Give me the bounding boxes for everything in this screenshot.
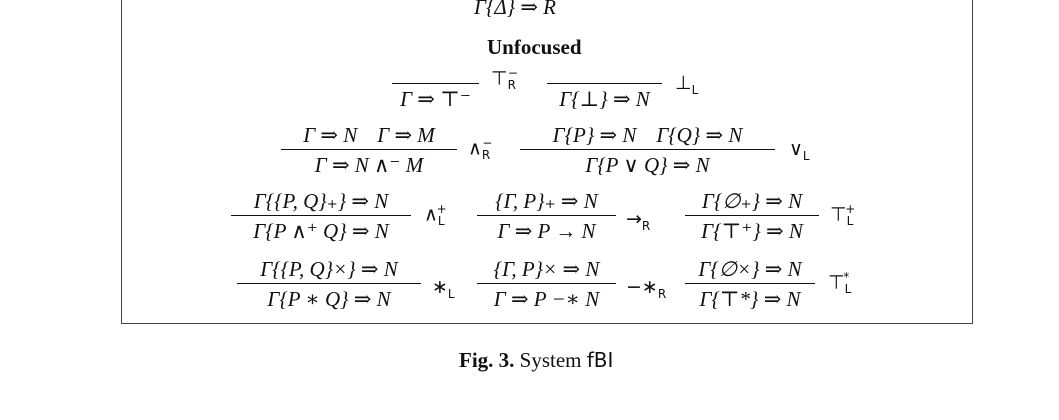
figure-number: Fig. 3. — [459, 348, 515, 372]
caption-text: System — [519, 348, 582, 372]
section-title: Unfocused — [487, 35, 582, 59]
system-name: fBI — [586, 348, 614, 372]
rule-label-bot-l: ⊥L — [675, 72, 699, 97]
rule-label-topstar-l: ⊤L* — [828, 270, 852, 297]
figure-caption: Fig. 3. System fBI — [459, 348, 613, 373]
rule-label-or-l: ∨L — [789, 138, 810, 163]
rule-label-wand-r: −∗R — [626, 276, 667, 301]
rule-label-top-r: ⊤R− — [491, 66, 518, 93]
rule-bot-l: Γ{⊥} ⇒ N — [547, 56, 662, 112]
rule-top-l: Γ{∅₊} ⇒ N Γ{⊤⁺} ⇒ N — [685, 188, 819, 244]
rule-label-star-l: ∗L — [432, 276, 455, 301]
rule-topstar-l: Γ{∅×} ⇒ N Γ{⊤*} ⇒ N — [685, 256, 815, 312]
partial-sequent: Γ{Δ} ⇒ R — [474, 0, 556, 19]
rule-label-imp-r: →R — [626, 208, 651, 233]
rule-and-l: Γ{{P, Q}₊} ⇒ N Γ{P ∧⁺ Q} ⇒ N — [231, 188, 411, 244]
rule-wand-r: {Γ, P}× ⇒ N Γ ⇒ P −∗ N — [477, 256, 616, 312]
figure-frame — [121, 0, 973, 324]
rule-label-and-r: ∧R− — [468, 136, 493, 163]
rule-label-and-l: ∧L+ — [424, 202, 447, 229]
rule-top-r: Γ ⇒ ⊤⁻ — [392, 56, 479, 112]
rule-label-top-l: ⊤L+ — [830, 202, 856, 229]
rule-star-l: Γ{{P, Q}×} ⇒ N Γ{P ∗ Q} ⇒ N — [237, 256, 421, 312]
rule-imp-r: {Γ, P}₊ ⇒ N Γ ⇒ P → N — [477, 188, 616, 244]
